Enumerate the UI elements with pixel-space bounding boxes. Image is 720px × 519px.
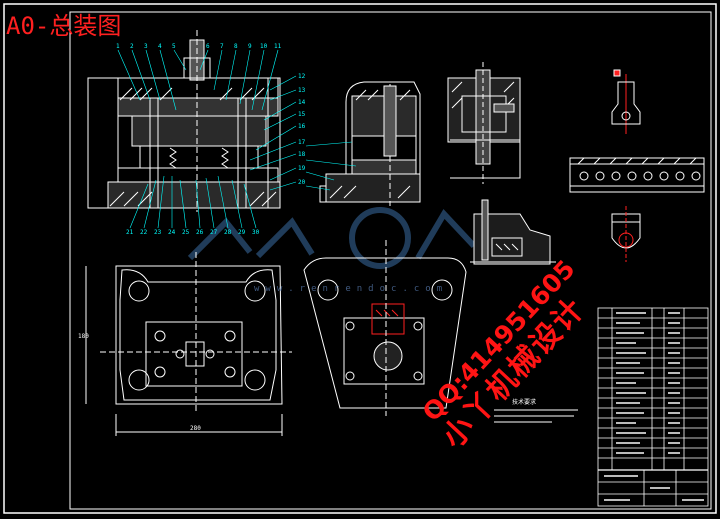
side-view-leaders [305, 141, 357, 191]
callout-label: 21 [126, 229, 134, 236]
lower-die-plan [303, 240, 467, 416]
callout-label: 17 [298, 139, 306, 146]
main-section-view [87, 30, 281, 212]
callout-label: 5 [172, 43, 176, 50]
callout-label: 24 [168, 229, 176, 236]
watermark-site-url: www.renrendoc.com [254, 284, 449, 294]
side-section-view [319, 81, 421, 206]
drawing-title: A0-总装图 [6, 12, 122, 40]
callout-label: 4 [158, 43, 162, 50]
callout-label: 7 [220, 43, 224, 50]
detail-view-strip [569, 157, 705, 193]
detail-view-b [470, 199, 556, 265]
callout-label: 1 [116, 43, 120, 50]
callout-label: 30 [252, 229, 260, 236]
callout-label: 6 [206, 43, 210, 50]
parts-list [597, 307, 709, 507]
callouts-top: 1 2 3 4 5 6 7 8 9 10 11 [116, 43, 282, 50]
callout-label: 16 [298, 123, 306, 130]
callout-label: 22 [140, 229, 148, 236]
callout-label: 10 [260, 43, 268, 50]
callout-label: 9 [248, 43, 252, 50]
detail-view-circle [611, 206, 641, 262]
callout-label: 12 [298, 73, 306, 80]
plan-view [85, 252, 292, 436]
callout-label: 18 [298, 151, 306, 158]
callout-label: 3 [144, 43, 148, 50]
notes-heading: 技术要求 [512, 398, 536, 406]
callout-label: 19 [298, 165, 306, 172]
callout-label: 8 [234, 43, 238, 50]
detail-view-profile [611, 69, 641, 134]
callouts-right: 12 13 14 15 16 17 18 19 20 [298, 73, 306, 186]
drawing-inner-border [69, 11, 712, 510]
detail-view-a [447, 62, 521, 184]
callouts-bottom: 21 22 23 24 25 26 27 28 29 30 [126, 229, 260, 236]
drawing-border [3, 3, 717, 514]
callout-label: 23 [154, 229, 162, 236]
callout-label: 14 [298, 99, 306, 106]
callout-label: 15 [298, 111, 306, 118]
callout-label: 2 [130, 43, 134, 50]
callout-label: 29 [238, 229, 246, 236]
callout-label: 13 [298, 87, 306, 94]
plan-width-dimension: 280 [190, 425, 201, 432]
watermark-logo [187, 207, 477, 269]
callout-label: 20 [298, 179, 306, 186]
callout-label: 28 [224, 229, 232, 236]
callout-label: 11 [274, 43, 282, 50]
main-view-leaders [117, 49, 297, 229]
callout-label: 25 [182, 229, 190, 236]
technical-notes: 技术要求 [494, 398, 578, 423]
parts-list-text-marks [604, 312, 704, 501]
callout-label: 26 [196, 229, 204, 236]
plan-dimensions: 280 180 [78, 333, 201, 432]
callout-label: 27 [210, 229, 218, 236]
plan-height-dimension: 180 [78, 333, 89, 340]
